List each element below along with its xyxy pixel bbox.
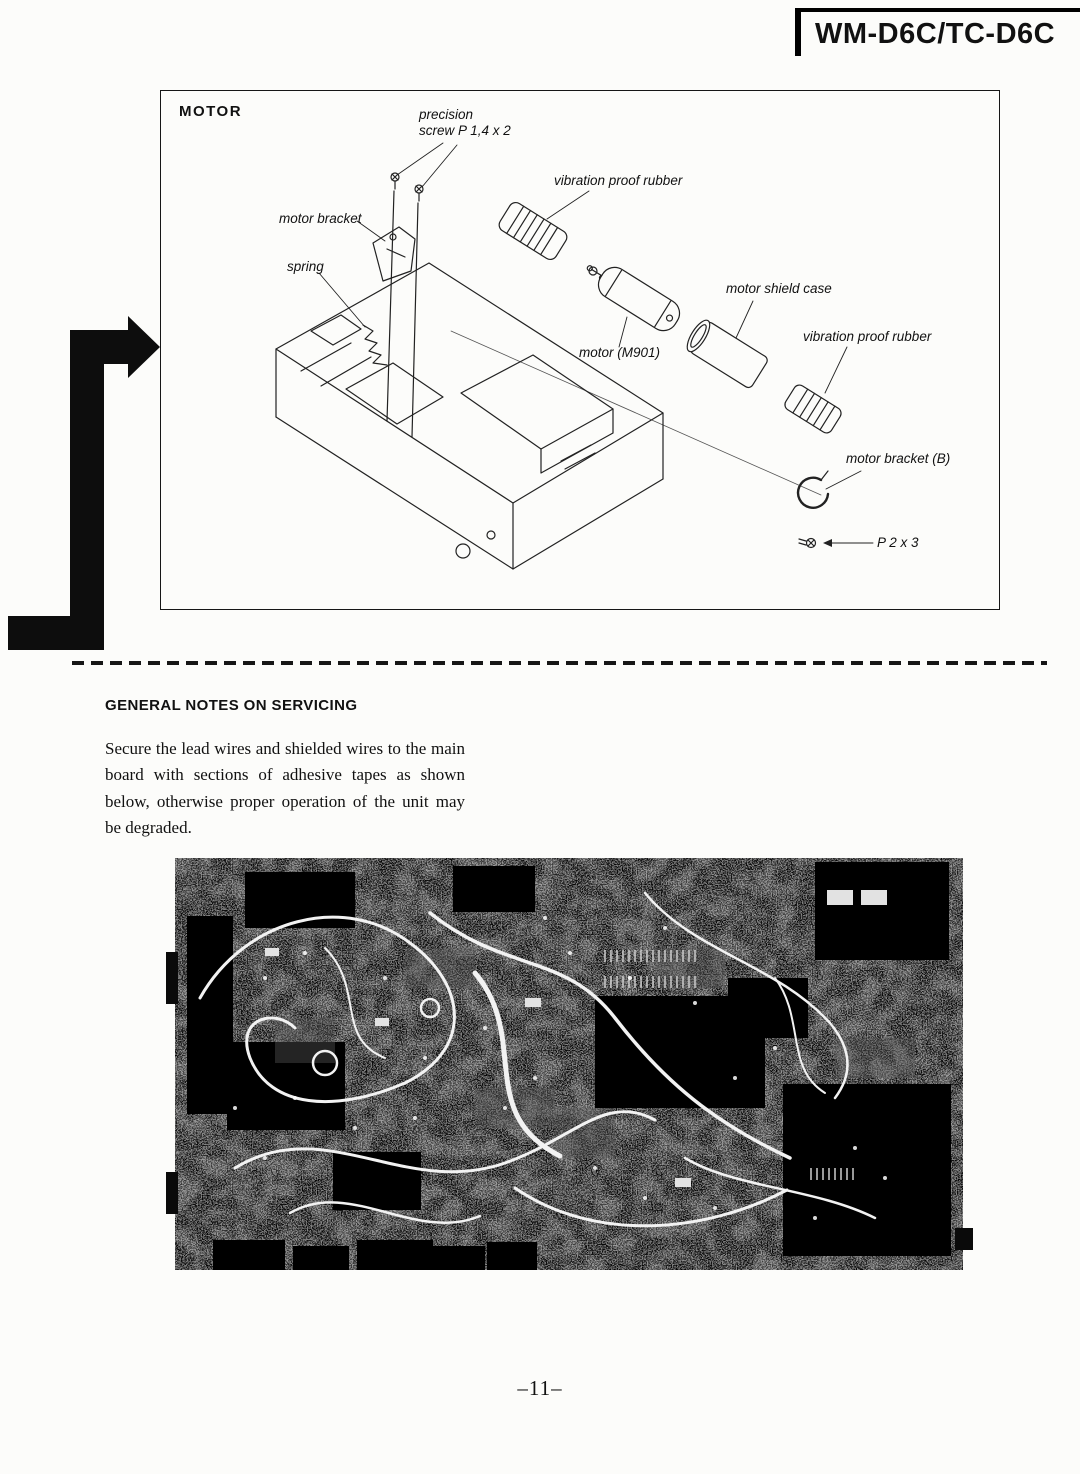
- label-motor-shield-case: motor shield case: [726, 281, 832, 296]
- label-screw-p2x3: P 2 x 3: [877, 535, 919, 550]
- label-precision-screw-line1: precision: [419, 107, 474, 122]
- model-title-box: WM-D6C/TC-D6C: [795, 8, 1080, 56]
- photo-edge-tab: [166, 952, 178, 1004]
- pcb-photo: [175, 858, 963, 1270]
- label-vibration-proof-rubber-1: vibration proof rubber: [554, 173, 683, 188]
- dashed-divider: [72, 661, 1047, 665]
- photo-edge-tab: [166, 1172, 178, 1214]
- section-body: Secure the lead wires and shielded wires…: [105, 739, 465, 838]
- section-heading: GENERAL NOTES ON SERVICING: [105, 697, 358, 714]
- label-precision-screw-line2: screw P 1,4 x 2: [419, 123, 511, 138]
- label-motor-bracket-b: motor bracket (B): [846, 451, 951, 466]
- exploded-view-drawing: [275, 142, 874, 570]
- callout-arrow: [8, 316, 160, 650]
- label-motor-bracket: motor bracket: [279, 211, 362, 226]
- pcb-photo-image: [175, 858, 963, 1270]
- page-number: –11–: [517, 1376, 563, 1400]
- photo-edge-tab: [955, 1228, 973, 1250]
- label-vibration-proof-rubber-2: vibration proof rubber: [803, 329, 932, 344]
- motor-figure-frame: MOTOR precision screw P 1,4 x 2 vibratio…: [160, 90, 1000, 610]
- label-motor-m901: motor (M901): [579, 345, 661, 360]
- model-title: WM-D6C/TC-D6C: [815, 17, 1056, 50]
- label-precision-screw: precision screw P 1,4 x 2: [419, 107, 511, 139]
- label-spring: spring: [287, 259, 324, 274]
- figure-title: MOTOR: [179, 103, 243, 120]
